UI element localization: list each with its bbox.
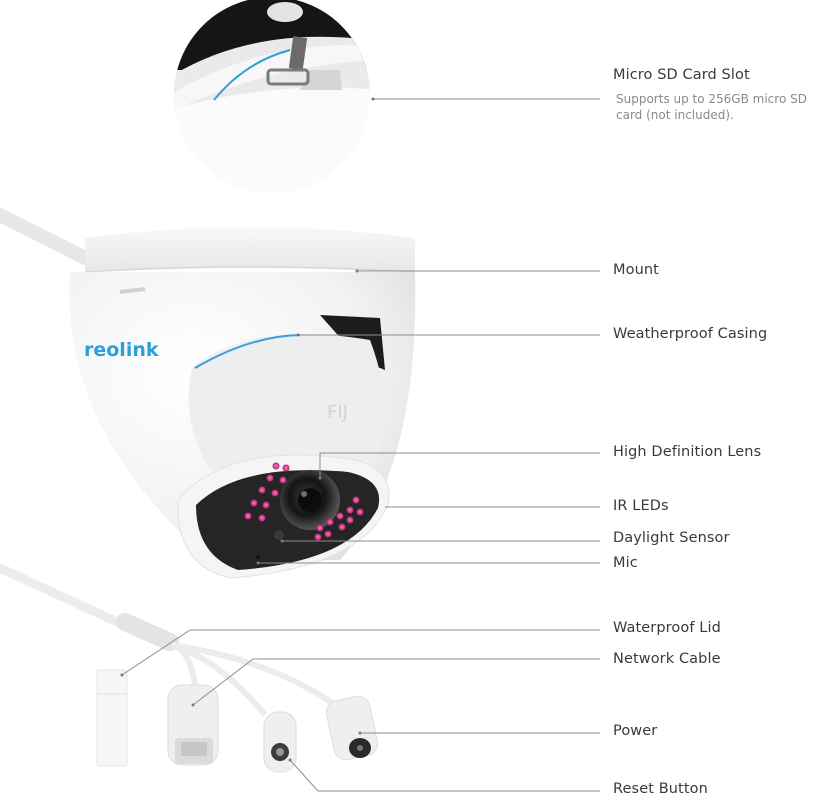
callout-high-definition-lens: High Definition Lens	[613, 444, 762, 460]
ir-led-cluster-left	[244, 462, 290, 522]
callout-micro-sd-card-slot: Micro SD Card Slot	[613, 67, 750, 83]
callout-ir-leds: IR LEDs	[613, 498, 669, 514]
camera-mount	[84, 227, 416, 273]
callout-weatherproof-casing: Weatherproof Casing	[613, 326, 768, 342]
callout-waterproof-lid: Waterproof Lid	[613, 620, 721, 636]
waterproof-lid-part	[96, 669, 128, 767]
callout-mic: Mic	[613, 555, 638, 571]
ir-led-cluster-right	[314, 496, 364, 541]
camera-lens-assembly	[177, 454, 390, 579]
callout-power: Power	[613, 723, 658, 739]
mic-icon	[256, 555, 260, 559]
leader-lines	[121, 98, 600, 792]
cable-assembly	[0, 563, 379, 773]
power-cable-top	[0, 208, 92, 265]
callout-micro-sd-description: Supports up to 256GB micro SD card (not …	[616, 92, 807, 122]
callout-daylight-sensor: Daylight Sensor	[613, 530, 730, 546]
reolink-logo: reolink	[84, 339, 159, 361]
sd-slot-inset	[174, 0, 370, 193]
callout-mount: Mount	[613, 262, 659, 278]
callout-network-cable: Network Cable	[613, 651, 721, 667]
svg-text:FIJ: FIJ	[327, 402, 348, 423]
reset-button-connector	[263, 711, 297, 773]
daylight-sensor-icon	[274, 530, 284, 540]
callout-reset-button: Reset Button	[613, 781, 708, 797]
